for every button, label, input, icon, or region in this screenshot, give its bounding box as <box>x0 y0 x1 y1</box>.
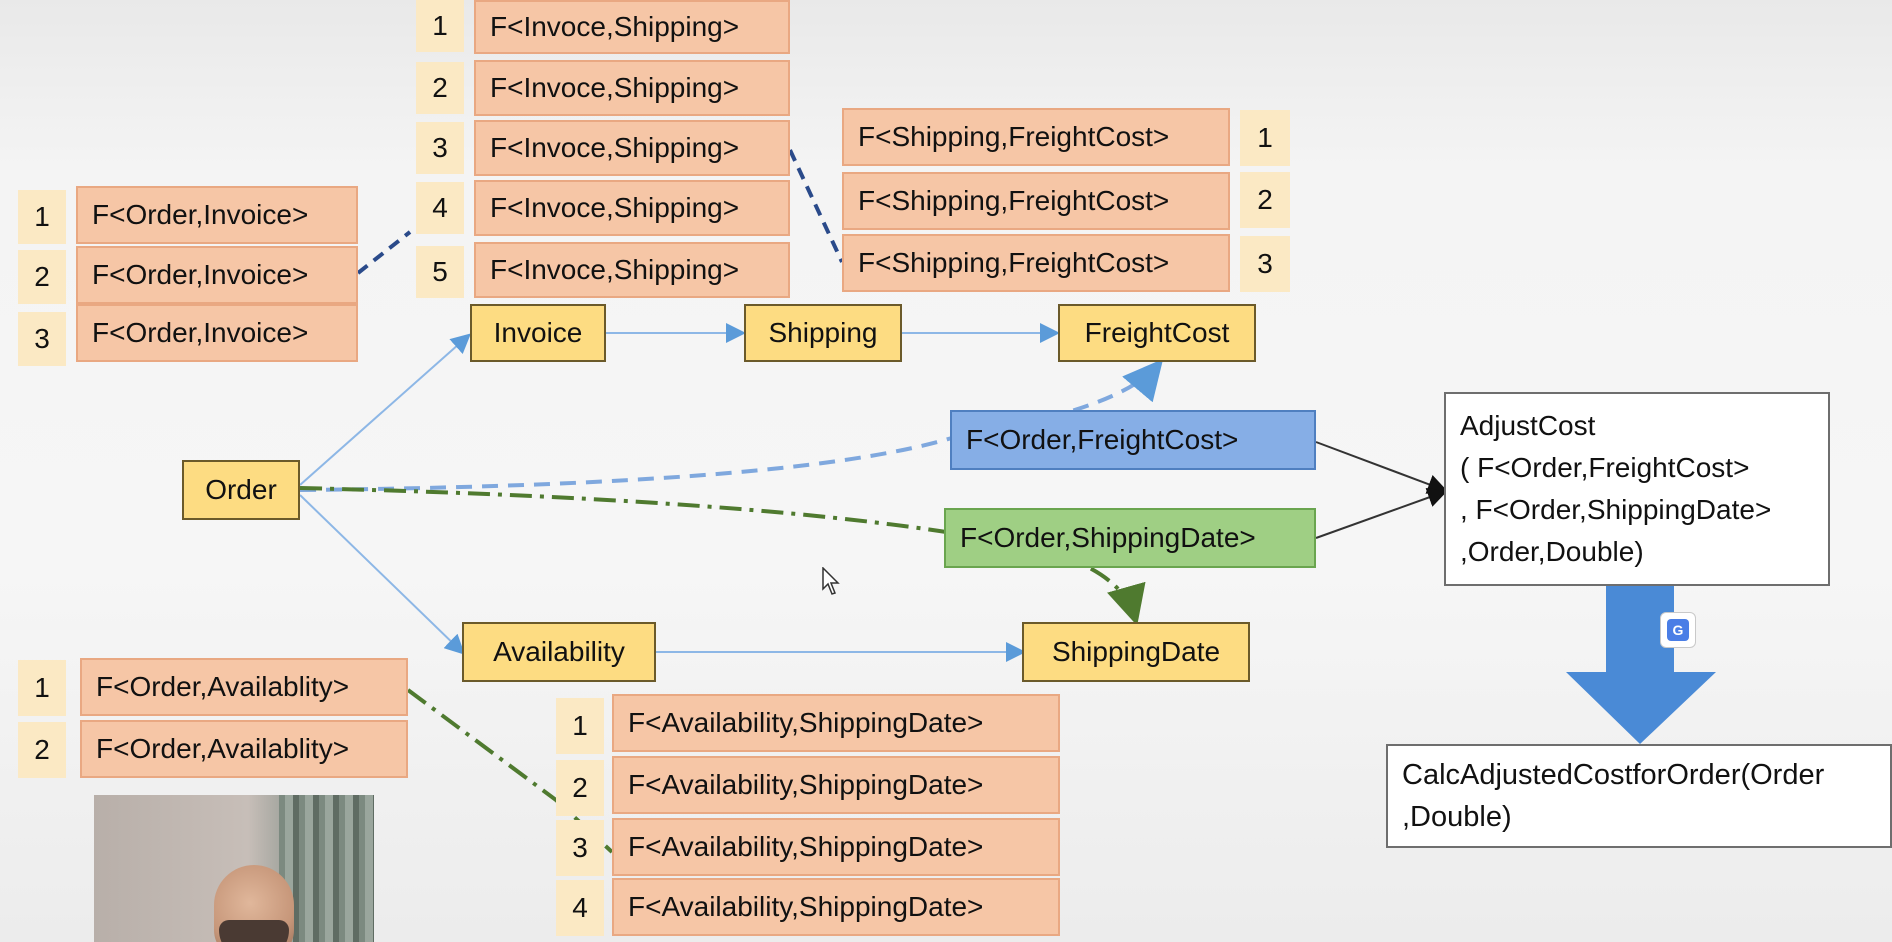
shippingfreight-func-1: F<Shipping,FreightCost> <box>842 108 1230 166</box>
invoceshipping-func-2: F<Invoce,Shipping> <box>474 60 790 116</box>
composed-order-shippingdate: F<Order,ShippingDate> <box>944 508 1316 568</box>
calc-line-2: ,Double) <box>1402 801 1512 833</box>
node-freightcost: FreightCost <box>1058 304 1256 362</box>
orderavailability-func-1: F<Order,Availablity> <box>80 658 408 716</box>
invoceshipping-num-4: 4 <box>416 182 464 234</box>
availshipping-num-4: 4 <box>556 880 604 936</box>
orderinvoice-num-2: 2 <box>18 250 66 304</box>
invoceshipping-func-4: F<Invoce,Shipping> <box>474 180 790 236</box>
orderavailability-num-2: 2 <box>18 722 66 778</box>
shippingfreight-num-3: 3 <box>1240 236 1290 292</box>
availshipping-func-3: F<Availability,ShippingDate> <box>612 818 1060 876</box>
edge-order-invoice <box>299 333 471 486</box>
calcadjusted-box: CalcAdjustedCostforOrder(Order ,Double) <box>1386 744 1892 848</box>
availshipping-func-4: F<Availability,ShippingDate> <box>612 878 1060 936</box>
edge-order-freightcost-dashed <box>299 358 1164 492</box>
adjustcost-line-1: AdjustCost <box>1460 410 1596 441</box>
orderavailability-func-2: F<Order,Availablity> <box>80 720 408 778</box>
orderinvoice-func-2: F<Order,Invoice> <box>76 246 358 304</box>
edge-ordershippingdate-adjustcost <box>1315 488 1448 539</box>
adjustcost-box: AdjustCost ( F<Order,FreightCost> , F<Or… <box>1444 392 1830 586</box>
node-shippingdate: ShippingDate <box>1022 622 1250 682</box>
availshipping-num-1: 1 <box>556 698 604 754</box>
presenter-beard <box>219 920 289 942</box>
adjustcost-line-3: , F<Order,ShippingDate> <box>1460 494 1772 525</box>
edge-order-availability <box>299 494 465 655</box>
availshipping-func-1: F<Availability,ShippingDate> <box>612 694 1060 752</box>
webcam-curtain <box>279 795 374 942</box>
shippingfreight-func-3: F<Shipping,FreightCost> <box>842 234 1230 292</box>
shippingfreight-num-1: 1 <box>1240 110 1290 166</box>
edge-order-shippingdate-dashdot <box>299 486 1146 626</box>
node-order: Order <box>182 460 300 520</box>
webcam-overlay <box>94 795 374 942</box>
big-down-arrow <box>1566 586 1716 744</box>
invoceshipping-num-3: 3 <box>416 122 464 174</box>
invoceshipping-func-5: F<Invoce,Shipping> <box>474 242 790 298</box>
adjustcost-line-4: ,Order,Double) <box>1460 536 1644 567</box>
composed-order-freightcost: F<Order,FreightCost> <box>950 410 1316 470</box>
availshipping-func-2: F<Availability,ShippingDate> <box>612 756 1060 814</box>
invoceshipping-func-3: F<Invoce,Shipping> <box>474 120 790 176</box>
invoceshipping-num-1: 1 <box>416 0 464 52</box>
invoceshipping-num-5: 5 <box>416 246 464 298</box>
edge-orderinvoice-to-invoceshipping <box>356 230 412 275</box>
orderinvoice-func-3: F<Order,Invoice> <box>76 304 358 362</box>
orderinvoice-func-1: F<Order,Invoice> <box>76 186 358 244</box>
google-translate-icon[interactable]: G <box>1660 612 1696 648</box>
orderinvoice-num-1: 1 <box>18 190 66 244</box>
node-invoice: Invoice <box>470 304 606 362</box>
node-availability: Availability <box>462 622 656 682</box>
invoceshipping-num-2: 2 <box>416 62 464 114</box>
adjustcost-line-2: ( F<Order,FreightCost> <box>1460 452 1750 483</box>
shippingfreight-func-2: F<Shipping,FreightCost> <box>842 172 1230 230</box>
invoceshipping-func-1: F<Invoce,Shipping> <box>474 0 790 54</box>
orderinvoice-num-3: 3 <box>18 312 66 366</box>
calc-line-1: CalcAdjustedCostforOrder(Order <box>1402 759 1825 791</box>
node-shipping: Shipping <box>744 304 902 362</box>
availshipping-num-3: 3 <box>556 820 604 876</box>
availshipping-num-2: 2 <box>556 760 604 816</box>
shippingfreight-num-2: 2 <box>1240 172 1290 228</box>
mouse-cursor-icon <box>822 567 840 595</box>
orderavailability-num-1: 1 <box>18 660 66 716</box>
edge-invoceshipping-to-shippingfreight <box>788 149 844 263</box>
edge-orderfreight-adjustcost <box>1315 441 1448 494</box>
